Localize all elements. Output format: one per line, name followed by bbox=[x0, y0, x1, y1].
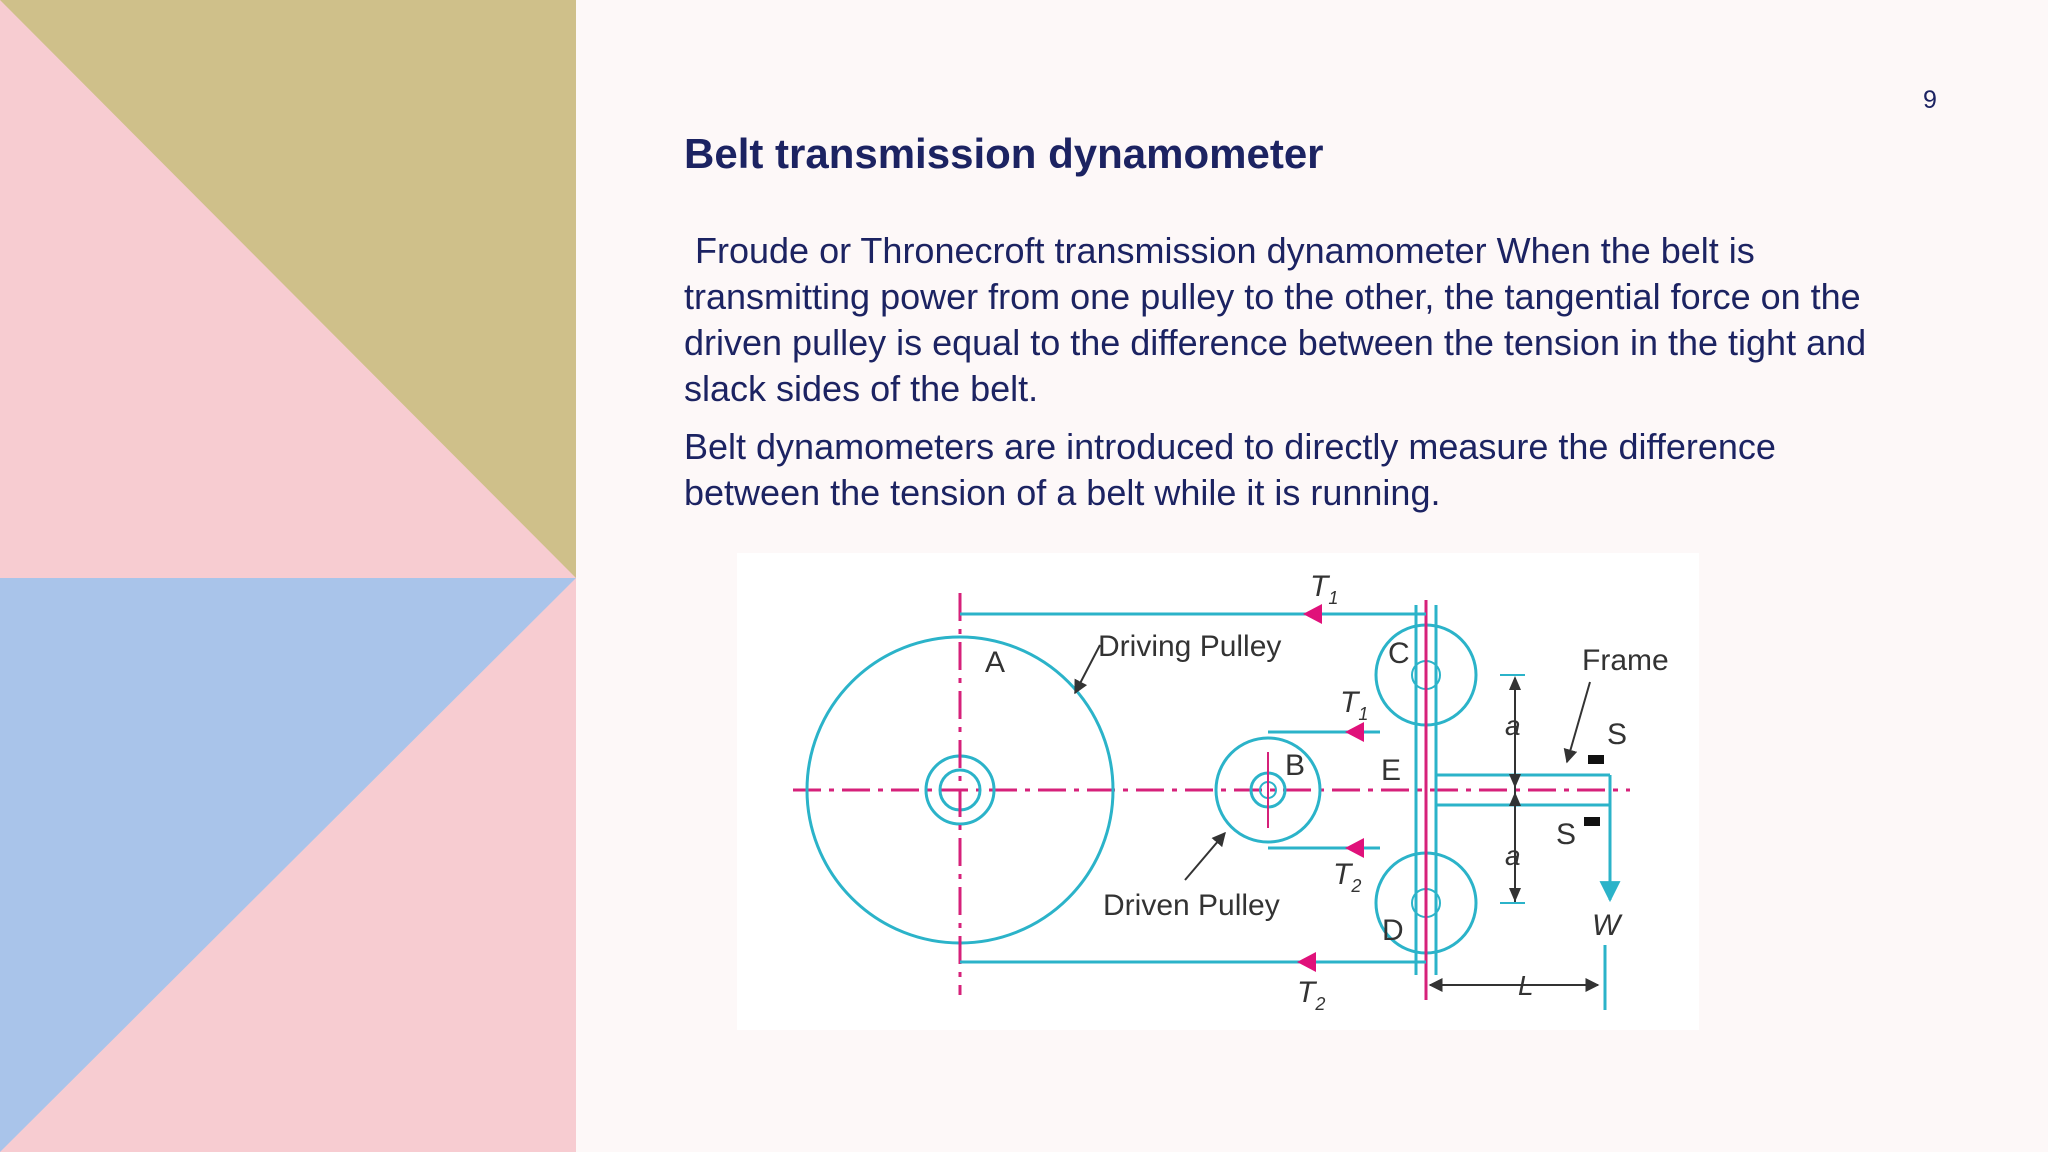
label-stop-bottom: S bbox=[1556, 818, 1576, 851]
paragraph-purpose: Belt dynamometers are introduced to dire… bbox=[684, 426, 1776, 513]
label-pulley-a: A bbox=[985, 646, 1005, 679]
label-pulley-d: D bbox=[1382, 914, 1404, 947]
dynamometer-diagram: A B C D E Driving Pulley Driven Pulley F… bbox=[737, 553, 1699, 1030]
label-point-e: E bbox=[1381, 754, 1401, 787]
stop-bottom bbox=[1584, 817, 1600, 826]
label-dim-a-bottom: a bbox=[1505, 840, 1521, 871]
label-tension-t2-inner: T2 bbox=[1333, 858, 1361, 896]
dimension-a-arrow-mid-up bbox=[1509, 792, 1521, 806]
label-pulley-c: C bbox=[1388, 637, 1410, 670]
label-dim-a-top: a bbox=[1505, 710, 1521, 741]
paragraph-description: Froude or Thronecroft transmission dynam… bbox=[684, 230, 1867, 409]
dimension-a-arrow-up bbox=[1509, 676, 1521, 690]
tension-arrow-bottom bbox=[1297, 952, 1316, 972]
label-stop-top: S bbox=[1607, 718, 1627, 751]
driven-pulley-b bbox=[1214, 736, 1322, 844]
label-length-l: L bbox=[1518, 970, 1534, 1001]
dimension-a-arrow-mid-down bbox=[1509, 774, 1521, 788]
stop-top bbox=[1588, 755, 1604, 764]
label-pulley-b: B bbox=[1285, 749, 1305, 782]
label-frame: Frame bbox=[1582, 644, 1669, 677]
frame-pointer bbox=[1563, 681, 1591, 764]
label-tension-t2-bottom: T2 bbox=[1297, 976, 1325, 1014]
diagram-svg: A B C D E Driving Pulley Driven Pulley F… bbox=[793, 570, 1669, 1014]
tension-arrow-lower-inner bbox=[1345, 838, 1364, 858]
label-tension-t1-inner: T1 bbox=[1340, 686, 1368, 724]
label-driven-pulley: Driven Pulley bbox=[1103, 889, 1280, 922]
slide-title: Belt transmission dynamometer bbox=[684, 130, 1324, 177]
label-driving-pulley: Driving Pulley bbox=[1098, 630, 1281, 663]
page-number: 9 bbox=[1923, 86, 1937, 114]
tension-arrow-upper-inner bbox=[1345, 722, 1364, 742]
dimension-a-arrow-down bbox=[1509, 888, 1521, 902]
driven-pulley-pointer bbox=[1184, 831, 1226, 881]
slide-body: Froude or Thronecroft transmission dynam… bbox=[684, 228, 1914, 528]
label-weight-w: W bbox=[1592, 909, 1623, 942]
deco-gold-triangle bbox=[0, 0, 576, 578]
deco-pink-triangle bbox=[0, 578, 576, 1152]
tension-arrow-top bbox=[1303, 604, 1322, 624]
decorative-triangles bbox=[0, 0, 576, 1152]
label-tension-t1-top: T1 bbox=[1310, 570, 1338, 608]
driving-pulley-pointer bbox=[1074, 644, 1101, 695]
